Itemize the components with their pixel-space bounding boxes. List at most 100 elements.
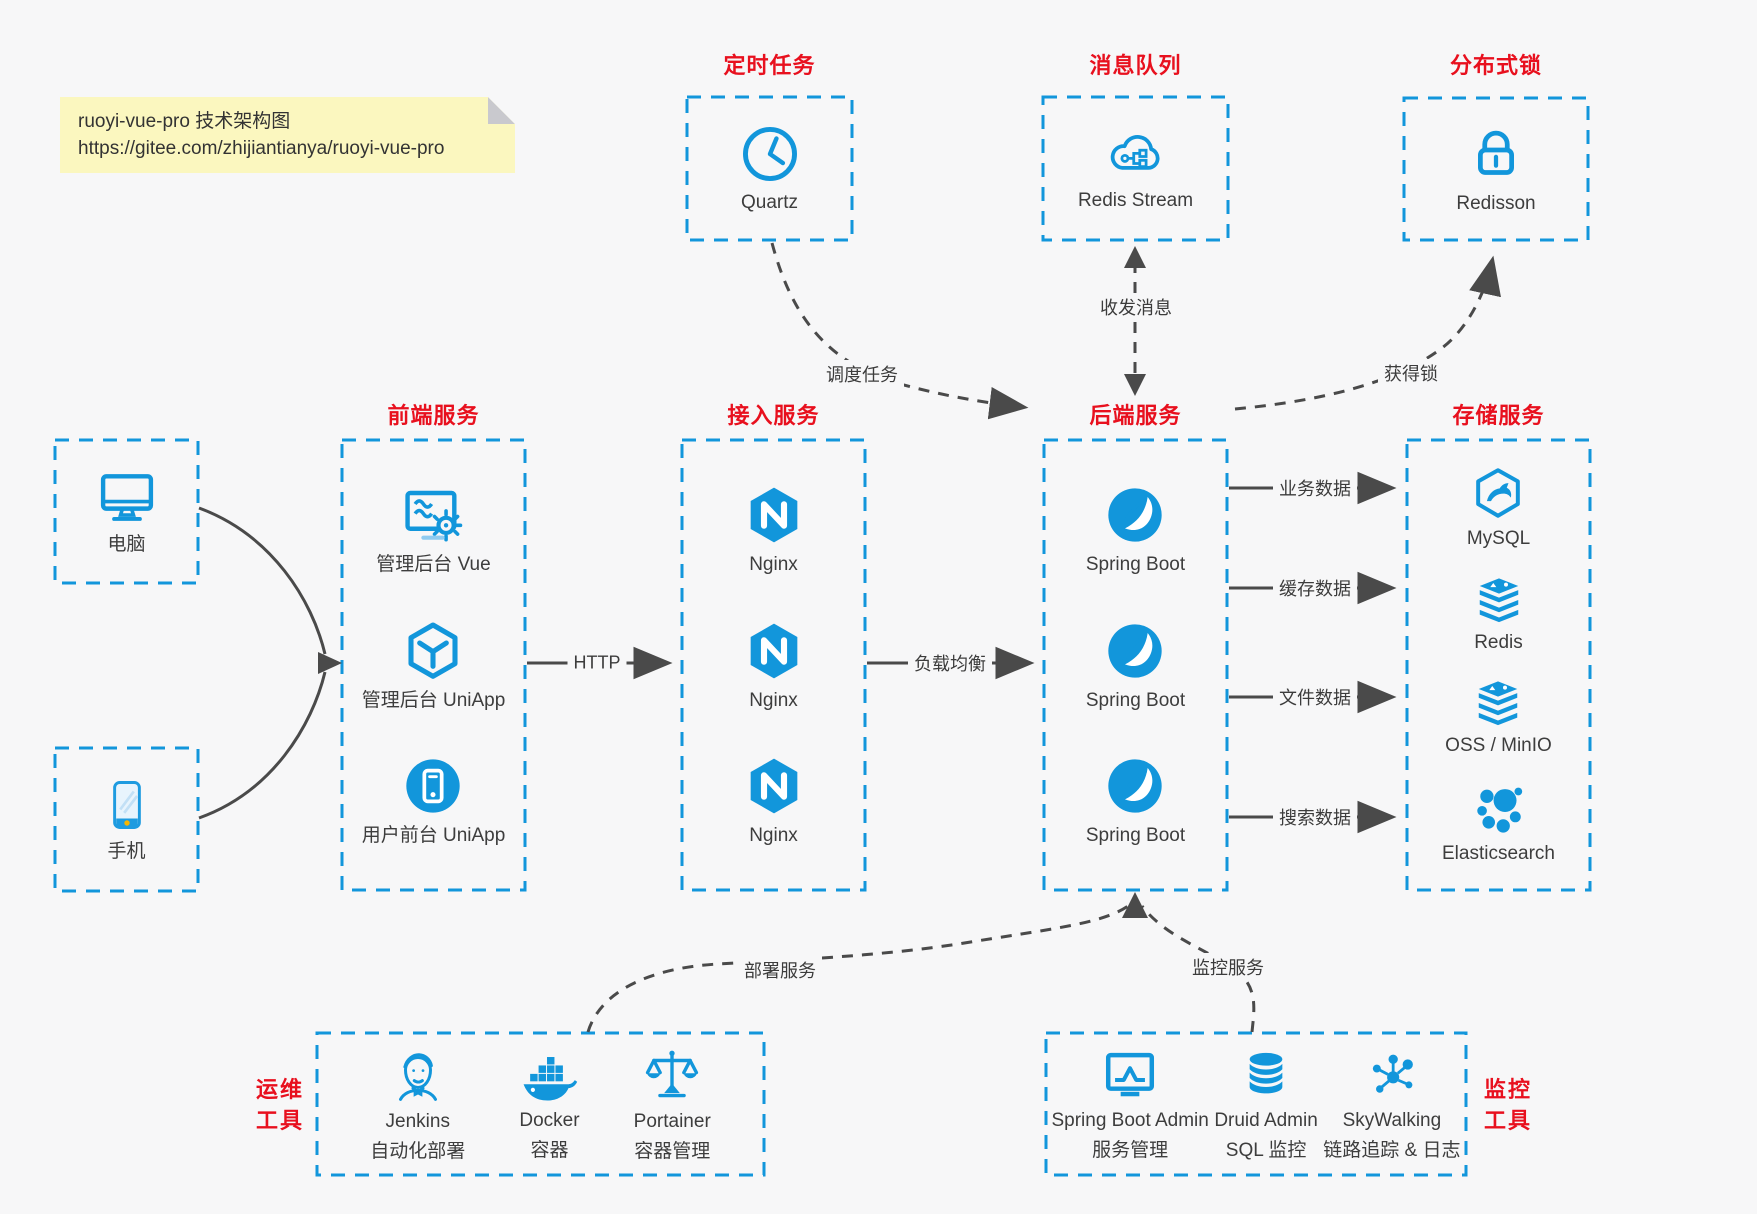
frontend-box-border [340, 438, 527, 892]
nginx-node: Nginx [742, 619, 806, 712]
redis-stream-box: Redis Stream [1043, 97, 1228, 240]
node-label: 用户前台 UniApp [361, 825, 506, 847]
edge-label-business-data: 业务数据 [1273, 474, 1357, 502]
edge-label-monitor: 监控服务 [1186, 953, 1270, 981]
user-app-circle-icon [406, 759, 461, 813]
backend-box: Spring Boot Spring Boot Spring Boot [1044, 440, 1227, 890]
sticky-note: ruoyi-vue-pro 技术架构图 https://gitee.com/zh… [60, 97, 515, 173]
node-label: Spring Boot [1085, 553, 1186, 575]
admin-vue-icon [405, 490, 463, 542]
node-sublabel: 容器管理 [634, 1140, 711, 1162]
storage-box-border [1405, 438, 1592, 892]
node-label: Redis Stream [1077, 190, 1194, 211]
portainer-icon [646, 1050, 699, 1097]
gateway-box: Nginx Nginx Nginx [682, 440, 865, 890]
edge-label-deploy: 部署服务 [738, 956, 822, 984]
node-label: Nginx [749, 689, 798, 711]
edge-label-schedule: 调度任务 [820, 360, 904, 388]
backend-box-border [1042, 438, 1229, 892]
message-down-arrowhead [1124, 374, 1146, 396]
jenkins-node: Jenkins 自动化部署 [370, 1046, 465, 1163]
node-label: 手机 [107, 841, 146, 862]
elasticsearch-node: Elasticsearch [1442, 782, 1555, 865]
node-label: OSS / MinIO [1445, 735, 1552, 757]
edge-desktop-to-frontend [198, 506, 327, 655]
desktop-icon [100, 474, 153, 521]
edge-label-search-data: 搜索数据 [1273, 803, 1357, 831]
note-url: https://gitee.com/zhijiantianya/ruoyi-vu… [78, 138, 445, 159]
group-title-scheduled-tasks: 定时任务 [723, 53, 816, 78]
redisson-box: Redisson [1404, 98, 1588, 240]
mobile-client-node: 手机 [100, 776, 154, 863]
group-title-frontend: 前端服务 [387, 403, 480, 428]
mobile-client-box: 手机 [55, 748, 198, 891]
node-label: Docker [519, 1109, 580, 1131]
mobile-icon [112, 781, 141, 829]
mysql-icon [1476, 468, 1521, 518]
desktop-client-box: 电脑 [55, 440, 198, 583]
lock-icon [1478, 130, 1514, 175]
node-label: Spring Boot Admin [1051, 1109, 1209, 1131]
spring-boot-admin-icon [1106, 1052, 1155, 1096]
node-label: Redisson [1456, 192, 1536, 214]
edge-acquire-lock [1234, 255, 1501, 411]
spring-boot-icon [1108, 759, 1163, 813]
user-app-node: 用户前台 UniApp [361, 754, 506, 847]
group-title-gateway: 接入服务 [727, 403, 820, 428]
note-fold-corner [488, 97, 515, 124]
druid-icon [1249, 1052, 1283, 1093]
portainer-node: Portainer 容器管理 [634, 1046, 711, 1163]
nginx-icon [750, 623, 797, 678]
group-title-distributed-lock: 分布式锁 [1449, 53, 1542, 78]
ops-tools-box-border [315, 1031, 766, 1177]
uniapp-cube-icon [408, 621, 459, 679]
edge-deploy-service [586, 904, 1129, 1033]
redisson-box-border [1402, 96, 1590, 242]
nginx-node: Nginx [742, 754, 806, 847]
message-up-arrowhead [1124, 246, 1146, 268]
node-label: Elasticsearch [1442, 843, 1555, 865]
note-title: ruoyi-vue-pro 技术架构图 [78, 111, 291, 132]
node-label: MySQL [1466, 527, 1531, 549]
node-label: Redis [1474, 631, 1523, 653]
node-sublabel: 链路追踪 & 日志 [1323, 1139, 1461, 1161]
ops-tools-box: Jenkins 自动化部署 Docker 容器 [317, 1033, 764, 1175]
spring-boot-node: Spring Boot [1086, 754, 1185, 847]
quartz-box: Quartz [687, 97, 852, 240]
docker-node: Docker 容器 [518, 1047, 580, 1162]
nginx-icon [750, 758, 797, 814]
spring-boot-node: Spring Boot [1086, 619, 1185, 712]
redis-stack-icon [1479, 578, 1518, 622]
node-sublabel: 自动化部署 [370, 1140, 466, 1162]
quartz-node: Quartz [739, 123, 801, 214]
edge-label-http: HTTP [567, 651, 627, 675]
docker-icon [524, 1056, 578, 1101]
clients-merge-arrowhead [318, 652, 342, 674]
spring-boot-icon [1108, 623, 1163, 678]
monitor-tools-box-border [1044, 1031, 1468, 1177]
admin-uniapp-node: 管理后台 UniApp [362, 619, 505, 712]
druid-admin-node: Druid Admin SQL 监控 [1214, 1047, 1318, 1162]
spring-boot-icon [1108, 488, 1163, 542]
node-label: Spring Boot [1085, 689, 1186, 711]
admin-vue-node: 管理后台 Vue [376, 483, 491, 576]
jenkins-icon [398, 1052, 437, 1101]
node-label: SkyWalking [1342, 1109, 1442, 1131]
nginx-node: Nginx [742, 483, 806, 576]
edge-label-lock: 获得锁 [1378, 359, 1444, 387]
redis-stream-node: Redis Stream [1078, 125, 1193, 212]
node-sublabel: 容器 [530, 1139, 569, 1161]
oss-minio-icon [1479, 681, 1518, 726]
edge-label-file-data: 文件数据 [1273, 683, 1357, 711]
oss-minio-node: OSS / MinIO [1445, 678, 1552, 757]
group-title-storage: 存储服务 [1452, 403, 1545, 428]
nginx-icon [750, 487, 797, 543]
node-label: Nginx [749, 825, 798, 847]
spring-boot-admin-node: Spring Boot Admin 服务管理 [1051, 1047, 1209, 1162]
skywalking-node: SkyWalking 链路追踪 & 日志 [1323, 1047, 1461, 1162]
edge-schedule-task [770, 242, 1029, 420]
redisson-node: Redisson [1456, 124, 1536, 215]
clock-icon [742, 127, 797, 181]
node-sublabel: SQL 监控 [1225, 1139, 1307, 1161]
